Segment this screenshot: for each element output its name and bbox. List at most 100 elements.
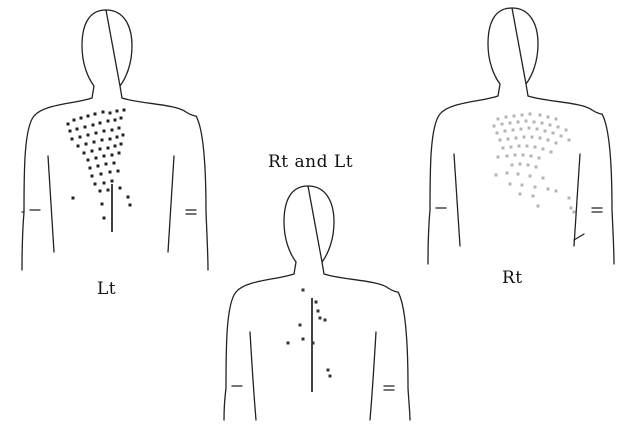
symptom-dot-rt (519, 193, 522, 196)
symptom-dot-rt (525, 120, 528, 123)
symptom-dot-lt (103, 217, 106, 220)
symptom-dot-lt (117, 170, 120, 173)
symptom-dot-rt (573, 211, 576, 214)
symptom-dot-lt (93, 141, 96, 144)
symptom-dot-rt (523, 136, 526, 139)
symptom-dot-both (299, 324, 302, 327)
symptom-dot-rt (501, 123, 504, 126)
symptom-dot-both (319, 317, 322, 320)
symptom-dot-lt (120, 143, 123, 146)
dots-group-lt (67, 109, 132, 220)
symptom-dot-lt (118, 127, 121, 130)
symptom-dot-lt (114, 145, 117, 148)
symptom-dot-rt (514, 154, 517, 157)
symptom-dot-rt (538, 157, 541, 160)
symptom-dot-lt (111, 154, 114, 157)
symptom-dot-rt (555, 118, 558, 121)
symptom-dot-rt (534, 146, 537, 149)
symptom-dot-rt (509, 183, 512, 186)
body-outline-lt (22, 10, 208, 270)
symptom-dot-lt (113, 162, 116, 165)
symptom-dot-lt (129, 204, 132, 207)
symptom-dot-both (302, 289, 305, 292)
body-figure-both (224, 186, 410, 420)
symptom-dot-rt (526, 145, 529, 148)
symptom-dot-lt (79, 136, 82, 139)
symptom-dot-lt (123, 109, 126, 112)
symptom-dot-rt (506, 155, 509, 158)
symptom-dot-rt (512, 129, 515, 132)
symptom-dot-lt (84, 126, 87, 129)
symptom-dot-rt (539, 114, 542, 117)
symptom-dot-lt (99, 148, 102, 151)
symptom-dot-lt (107, 120, 110, 123)
symptom-dot-rt (537, 205, 540, 208)
symptom-dot-lt (94, 113, 97, 116)
symptom-dot-rt (513, 115, 516, 118)
symptom-dot-rt (495, 174, 498, 177)
symptom-dot-rt (496, 132, 499, 135)
symptom-dot-rt (517, 173, 520, 176)
symptom-dot-lt (103, 155, 106, 158)
label-rt: Rt (502, 268, 523, 288)
symptom-dot-rt (515, 137, 518, 140)
symptom-dot-lt (103, 130, 106, 133)
symptom-dot-lt (95, 157, 98, 160)
symptom-dot-rt (506, 172, 509, 175)
symptom-dot-rt (507, 138, 510, 141)
symptom-dot-lt (71, 138, 74, 141)
symptom-dot-rt (531, 136, 534, 139)
symptom-dot-lt (118, 152, 121, 155)
symptom-dot-rt (517, 121, 520, 124)
symptom-dot-lt (91, 150, 94, 153)
symptom-dot-rt (547, 139, 550, 142)
symptom-dot-rt (534, 186, 537, 189)
symptom-dot-lt (87, 159, 90, 162)
body-outline-rt (428, 8, 614, 264)
symptom-dot-lt (77, 145, 80, 148)
symptom-dot-rt (560, 135, 563, 138)
symptom-dot-lt (105, 163, 108, 166)
torso-sides-lt (22, 156, 196, 252)
body-figure-rt (428, 8, 614, 264)
symptom-dot-lt (97, 165, 100, 168)
symptom-dot-rt (504, 130, 507, 133)
symptom-dot-rt (570, 207, 573, 210)
dots-group-both (287, 289, 332, 378)
symptom-dot-lt (95, 132, 98, 135)
symptom-dot-rt (536, 128, 539, 131)
symptom-dot-rt (502, 147, 505, 150)
symptom-dot-lt (92, 124, 95, 127)
symptom-dot-lt (100, 173, 103, 176)
symptom-dot-rt (505, 116, 508, 119)
symptom-dot-lt (109, 112, 112, 115)
symptom-dot-lt (83, 152, 86, 155)
symptom-dot-rt (568, 139, 571, 142)
symptom-dot-rt (518, 145, 521, 148)
symptom-dot-rt (532, 195, 535, 198)
symptom-dot-lt (109, 171, 112, 174)
symptom-dot-lt (89, 167, 92, 170)
symptom-dot-rt (565, 129, 568, 132)
symptom-dot-rt (527, 164, 530, 167)
symptom-dot-lt (116, 136, 119, 139)
symptom-dot-rt (519, 163, 522, 166)
symptom-dot-both (315, 301, 318, 304)
symptom-dot-lt (80, 117, 83, 120)
symptom-dot-rt (522, 154, 525, 157)
symptom-dot-lt (114, 119, 117, 122)
symptom-dot-both (324, 319, 327, 322)
symptom-dot-rt (493, 125, 496, 128)
symptom-dot-rt (568, 197, 571, 200)
symptom-dot-rt (499, 139, 502, 142)
symptom-dot-rt (535, 166, 538, 169)
symptom-dot-lt (111, 180, 114, 183)
symptom-dot-both (302, 338, 305, 341)
symptom-dot-lt (101, 139, 104, 142)
symptom-dot-lt (101, 203, 104, 206)
symptom-dot-rt (530, 155, 533, 158)
symptom-dot-rt (511, 164, 514, 167)
symptom-dot-rt (529, 113, 532, 116)
symptom-dot-rt (555, 190, 558, 193)
symptom-dot-both (287, 342, 290, 345)
